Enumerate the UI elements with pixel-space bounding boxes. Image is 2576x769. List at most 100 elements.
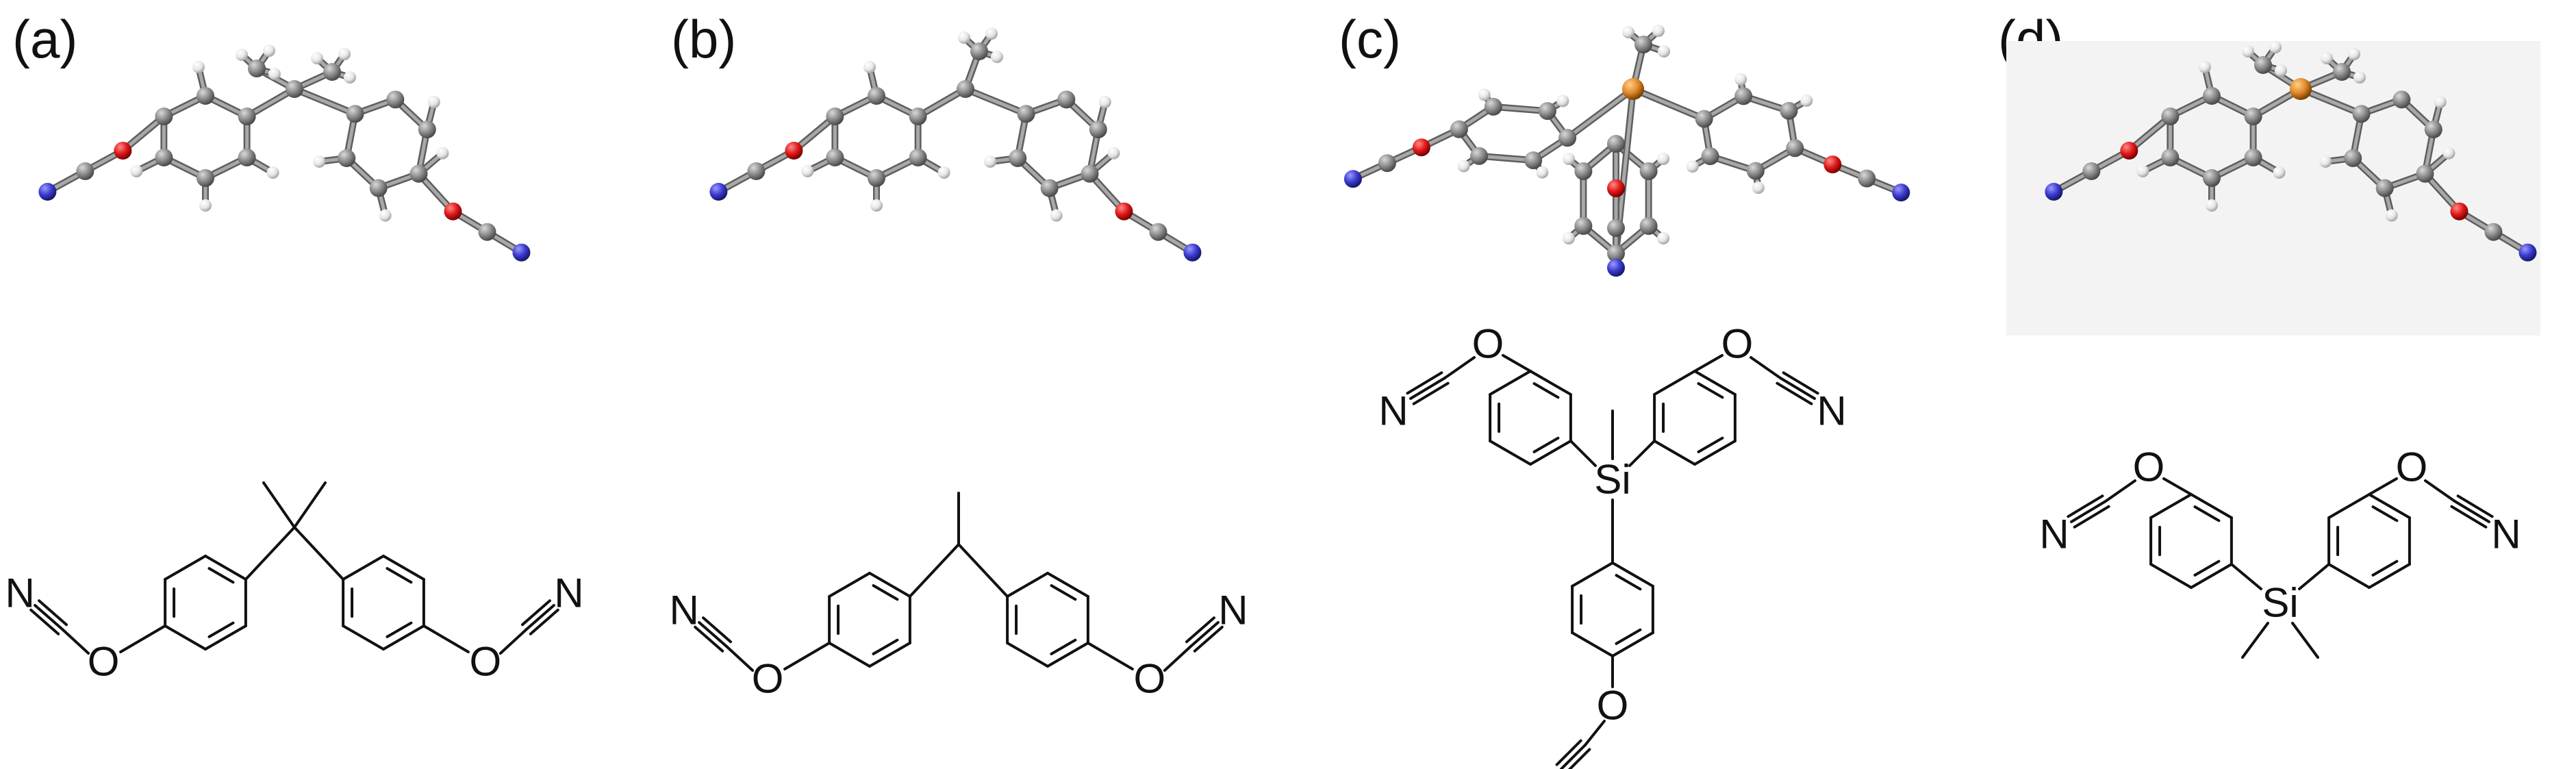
hydrogen-atom <box>1752 181 1765 194</box>
ring-bond <box>1006 572 1049 598</box>
ring-bond <box>1653 370 1696 396</box>
carbon-atom <box>409 164 428 183</box>
ring-bond <box>868 642 911 668</box>
ring-double-bond <box>386 567 413 584</box>
panel-label-a: (a) <box>12 9 78 69</box>
ring-bond <box>2149 563 2193 589</box>
o-bond <box>2162 477 2193 496</box>
ring-double-bond <box>2371 559 2399 577</box>
silicon-label: Si <box>2262 580 2298 626</box>
triple-bond-line <box>702 616 733 644</box>
hydrogen-atom <box>2199 61 2211 73</box>
hydrogen-atom <box>991 51 1003 63</box>
nitrogen-label: N <box>2039 512 2069 557</box>
methyl-bond <box>262 481 296 529</box>
oxygen-atom <box>1823 155 1842 174</box>
nitrogen-atom <box>38 183 57 201</box>
nitrogen-atom <box>709 183 728 201</box>
carbon-atom <box>1746 162 1765 180</box>
ring-double-bond <box>207 621 235 638</box>
carbon-atom <box>747 162 766 180</box>
triple-bond-line <box>1406 371 1443 395</box>
hydrogen-atom <box>984 155 997 168</box>
carbon-atom <box>2392 90 2411 109</box>
hydrogen-atom <box>1098 96 1111 109</box>
carbon-atom <box>76 162 94 180</box>
hydrogen-atom <box>268 68 281 80</box>
carbon-atom <box>346 105 364 123</box>
carbon-atom <box>1484 97 1502 116</box>
hydrogen-atom <box>2434 96 2447 109</box>
triple-bond-line <box>1409 377 1446 400</box>
model-bond-highlight <box>1477 154 1535 162</box>
carbon-atom <box>1701 147 1719 166</box>
oxygen-atom <box>1115 202 1133 220</box>
carbon-atom <box>1780 101 1798 120</box>
carbon-atom <box>2416 164 2434 183</box>
carbon-atom <box>238 149 256 166</box>
carbon-atom <box>909 108 927 125</box>
hydrogen-atom <box>266 166 279 179</box>
ring-double-bond <box>872 584 899 601</box>
carbon-atom <box>868 87 885 105</box>
oxygen-label: O <box>752 656 784 702</box>
hydrogen-atom <box>985 27 998 40</box>
carbon-atom <box>197 87 214 105</box>
carbon-atom <box>2484 223 2503 241</box>
ring-bond <box>2149 493 2193 519</box>
hydrogen-atom <box>2321 52 2333 64</box>
hydrogen-atom <box>2348 48 2360 60</box>
ring-double-bond <box>1532 436 1560 453</box>
triple-bond-line <box>2453 500 2490 523</box>
ring-bond <box>1571 562 1614 588</box>
carbon-atom <box>1017 105 1035 123</box>
model-bond-highlight <box>1491 105 1550 113</box>
nitrogen-label: N <box>554 570 583 616</box>
methyl-bond <box>2241 622 2269 659</box>
carbon-atom <box>1786 139 1804 157</box>
carbon-atom <box>1089 121 1107 139</box>
ring-bond <box>1693 370 1737 396</box>
carbon-atom <box>1378 154 1396 173</box>
hydrogen-atom <box>1536 166 1549 179</box>
o-bond <box>783 642 831 670</box>
carbon-atom <box>238 108 256 125</box>
carbon-atom <box>369 179 388 197</box>
panel-d-background <box>2006 41 2540 336</box>
nitrogen-atom <box>512 243 531 262</box>
ring-bond <box>204 625 247 651</box>
hydrogen-atom <box>2442 147 2455 160</box>
carbon-atom <box>1734 87 1753 105</box>
carbon-atom <box>1607 135 1625 153</box>
nitrogen-label: N <box>1530 761 1560 769</box>
model-bond-highlight <box>292 87 357 116</box>
hydrogen-atom <box>311 52 323 64</box>
hydrogen-atom <box>379 209 392 222</box>
hydrogen-atom <box>338 48 351 60</box>
model-bond-highlight <box>792 114 837 153</box>
carbon-atom <box>323 63 341 81</box>
ring-double-bond <box>2371 505 2399 522</box>
ring-bond <box>1046 642 1089 668</box>
silicon-atom <box>2290 78 2312 100</box>
carbon-atom <box>826 149 844 166</box>
nitrogen-atom <box>2518 243 2537 262</box>
triple-bond-line <box>525 604 555 631</box>
o-bond <box>119 625 167 653</box>
ring-bond <box>1046 572 1089 598</box>
hydrogen-atom <box>863 61 876 73</box>
carbon-atom <box>386 90 405 109</box>
hydrogen-atom <box>1686 160 1699 173</box>
carbon-atom <box>2424 121 2442 139</box>
carbon-atom <box>1081 164 1099 183</box>
ring-bond <box>1529 370 1572 396</box>
hydrogen-atom <box>1657 153 1670 165</box>
bond-line <box>293 526 345 581</box>
bond-line <box>908 543 960 598</box>
ring-bond <box>204 555 247 581</box>
model-bond-highlight <box>2127 114 2172 153</box>
nitrogen-label: N <box>5 570 34 616</box>
nitrogen-label: N <box>1817 388 1846 434</box>
